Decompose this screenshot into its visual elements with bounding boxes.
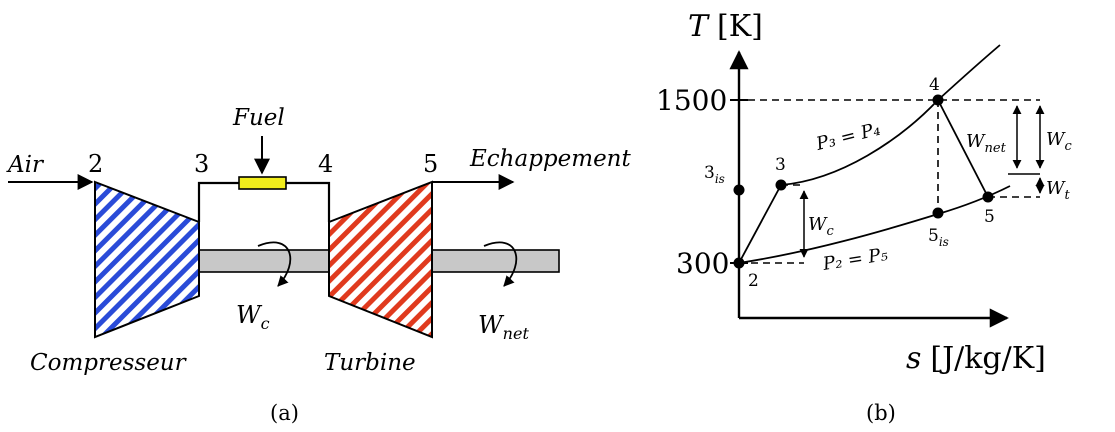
- wc-label: Wc: [236, 301, 270, 333]
- state-point-2: [733, 257, 745, 269]
- isobar-high-label: P₃ = P₄: [813, 119, 882, 155]
- air-label: Air: [6, 152, 45, 178]
- tick-label-300: 300: [676, 247, 729, 280]
- state-point-5is: [932, 207, 944, 219]
- turbine: [328, 180, 433, 339]
- panel-b-caption: (b): [866, 401, 896, 425]
- turbine-label: Turbine: [324, 350, 416, 376]
- y-axis-label-unit: [K]: [717, 9, 763, 44]
- label-5: 5: [984, 207, 995, 227]
- compresseur-label: Compresseur: [30, 350, 188, 376]
- wc-label-b-sub: c: [827, 224, 835, 239]
- station-2-label: 2: [88, 150, 103, 178]
- isobar-low-label: P₂ = P₅: [821, 244, 890, 275]
- fuel-label: Fuel: [232, 105, 285, 131]
- compressor: [94, 180, 200, 339]
- state-point-5: [982, 191, 994, 203]
- x-axis-label-unit: [J/kg/K]: [930, 341, 1045, 376]
- label-3is-sub: is: [715, 172, 725, 186]
- combustor: [238, 176, 287, 190]
- station-5-label: 5: [423, 150, 438, 178]
- wnet-label-b-sub: net: [985, 141, 1007, 156]
- wnet-label-b: Wnet: [966, 131, 1007, 156]
- wc-label-sub: c: [261, 314, 270, 333]
- wnet-label: Wnet: [478, 311, 529, 343]
- wt-label-sub: t: [1065, 188, 1071, 203]
- panel-a-caption: (a): [270, 401, 299, 425]
- wc-label-b: Wc: [808, 214, 835, 239]
- state-point-4: [932, 94, 944, 106]
- wnet-label-sub: net: [503, 324, 530, 343]
- wc-right-label-sub: c: [1065, 139, 1073, 154]
- compression-line: [738, 184, 782, 264]
- label-2: 2: [748, 271, 759, 291]
- wc-right-label-base: W: [1046, 129, 1066, 150]
- label-3: 3: [775, 155, 786, 175]
- y-axis-label-base: T: [688, 9, 710, 44]
- panel-b: T[K] s[J/kg/K] 1500 300 3is 2 3 4 5 5is …: [656, 9, 1073, 425]
- wc-rotation-arrow: [257, 241, 292, 287]
- state-point-3: [775, 179, 787, 191]
- label-3is-base: 3: [704, 163, 715, 183]
- expansion-line: [937, 99, 989, 198]
- x-axis-label-base: s: [906, 341, 921, 376]
- wc-label-b-base: W: [808, 214, 828, 235]
- label-5is: 5is: [928, 226, 949, 249]
- echappement-label: Echappement: [469, 146, 631, 172]
- station-3-label: 3: [194, 150, 209, 178]
- tick-label-1500: 1500: [656, 84, 727, 117]
- label-3is: 3is: [704, 163, 725, 186]
- panel-a: Air 2 3 Fuel 4 5 Echappement Wc Wnet Com…: [6, 105, 631, 425]
- wc-right-label: Wc: [1046, 129, 1073, 154]
- wnet-label-b-base: W: [966, 131, 986, 152]
- station-4-label: 4: [318, 150, 333, 178]
- x-axis-label: s [J/kg/K]: [906, 341, 1046, 376]
- wt-label: Wt: [1046, 178, 1071, 203]
- wt-label-base: W: [1046, 178, 1066, 199]
- y-axis-label: T[K]: [688, 9, 763, 44]
- label-5is-base: 5: [928, 226, 939, 246]
- label-5is-sub: is: [939, 235, 949, 249]
- wnet-rotation-arrow: [483, 241, 518, 287]
- state-point-3is: [733, 184, 745, 196]
- wc-label-base: W: [236, 301, 263, 329]
- wnet-label-base: W: [478, 311, 505, 339]
- label-4: 4: [929, 75, 940, 95]
- isobar-high-curve: [780, 44, 1001, 186]
